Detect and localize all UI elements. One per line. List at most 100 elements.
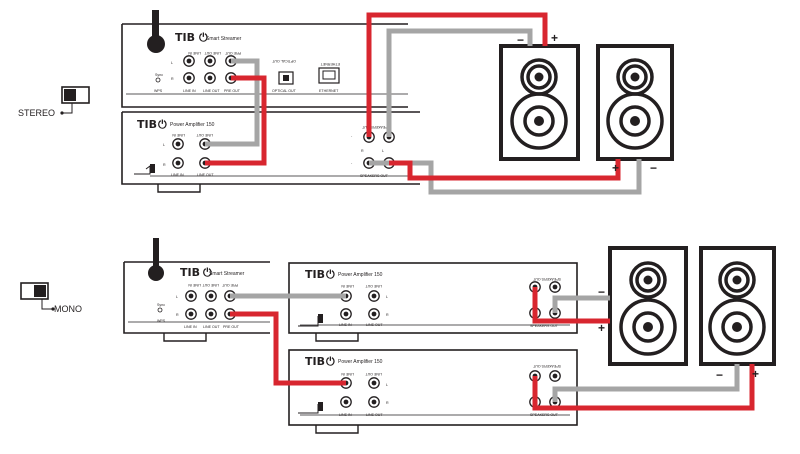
amp-speaker-l-neg[interactable]	[549, 370, 561, 382]
streamer-line-in-r-jack[interactable]	[185, 308, 197, 320]
grey-speaker-cable-right	[552, 364, 740, 402]
grey-speaker-cable-left	[552, 295, 610, 313]
amp-line-out-r-jack[interactable]	[368, 396, 380, 408]
plus-sign: +	[752, 367, 759, 381]
streamer-line-out-label: LINE OUT	[203, 325, 220, 329]
amp-speakers-out-label: SPEAKERS OUT	[530, 413, 559, 417]
streamer-mirror-pre-out: PRE OUT	[221, 283, 238, 287]
streamer-brand: TIB	[180, 266, 200, 279]
amp-l-label: L	[386, 295, 388, 299]
amp-line-in-label: LINE IN	[339, 413, 352, 417]
amp-speaker-l-neg[interactable]	[549, 281, 561, 293]
mode-switch-mini	[150, 164, 155, 173]
stereo-label: STEREO	[18, 108, 55, 118]
amp-line-out-label: LINE OUT	[366, 323, 383, 327]
power-icon: ⏻	[326, 268, 335, 281]
red-speaker-cable-right	[532, 364, 755, 411]
stereo-section: TIB ⏻ Smart Streamer Sync WPS L R LINE I…	[18, 10, 674, 195]
streamer-r-label: R	[171, 77, 174, 81]
streamer-line-out-l-jack[interactable]	[204, 55, 216, 67]
stereo-cables	[205, 12, 642, 195]
amp-line-in-label: LINE IN	[171, 173, 184, 177]
ethernet-port[interactable]	[318, 67, 340, 84]
streamer-brand: TIB	[175, 31, 195, 44]
streamer-r-label: R	[176, 313, 179, 317]
streamer-line-out-label: LINE OUT	[203, 89, 220, 93]
sync-button[interactable]	[155, 77, 161, 83]
sync-label: Sync	[155, 73, 163, 77]
red-speaker-cable-left	[532, 313, 610, 324]
minus-sign: −	[517, 33, 524, 47]
sync-label: Sync	[157, 303, 165, 307]
amp-model: Power Amplifier 150	[338, 359, 383, 365]
amp-mirror-line-out: LINE OUT	[196, 133, 213, 137]
grey-speaker-cable-left	[386, 28, 533, 137]
amp-mirror-speakers: SPEAKERS OUT	[361, 125, 390, 129]
amp-line-out-l-jack[interactable]	[368, 377, 380, 389]
streamer-pre-out-label: PRE OUT	[224, 89, 241, 93]
streamer-line-in-r-jack[interactable]	[183, 72, 195, 84]
minus-sign: −	[598, 285, 605, 299]
streamer-line-out-l-jack[interactable]	[205, 290, 217, 302]
power-icon: ⏻	[326, 355, 335, 368]
stereo-switch: STEREO	[18, 86, 90, 118]
amp-mirror-line-out: LINE OUT	[365, 372, 382, 376]
speaker-right-stereo	[596, 44, 674, 161]
amp-brand: TIB	[305, 355, 325, 368]
amp-mirror-speakers: SPEAKERS OUT	[532, 364, 561, 368]
amp-line-in-r-jack[interactable]	[340, 396, 352, 408]
amp-line-out-l-jack[interactable]	[368, 290, 380, 302]
grey-interconnect-cable	[205, 58, 260, 147]
streamer-line-in-l-jack[interactable]	[185, 290, 197, 302]
red-speaker-cable-right	[389, 159, 621, 181]
amp-l-label: L	[386, 383, 388, 387]
streamer-mirror-line-in: LINE IN	[188, 283, 201, 287]
streamer-line-out-r-jack[interactable]	[204, 72, 216, 84]
minus-sign: −	[650, 161, 657, 175]
plus-sign: +	[612, 161, 619, 175]
power-icon: ⏻	[203, 266, 212, 279]
red-interconnect-cable	[230, 311, 346, 386]
mono-switch: MONO	[20, 282, 82, 314]
smart-streamer-mono: TIB ⏻ Smart Streamer Sync WPS LINE IN LI…	[123, 238, 270, 342]
amp-r-label: R	[386, 313, 389, 317]
spk-l-label: L	[382, 149, 384, 153]
speaker-right-mono	[699, 246, 776, 366]
wps-label: WPS	[154, 89, 163, 93]
streamer-line-out-r-jack[interactable]	[205, 308, 217, 320]
mono-cables	[230, 287, 755, 411]
amp-line-in-l-jack[interactable]	[172, 138, 184, 150]
plus-sign: +	[598, 321, 605, 335]
sync-button[interactable]	[157, 307, 163, 313]
amp-r-label: R	[163, 163, 166, 167]
amp-mirror-line-out: LINE OUT	[365, 284, 382, 288]
power-icon: ⏻	[158, 118, 167, 131]
amp-brand: TIB	[305, 268, 325, 281]
streamer-line-in-label: LINE IN	[184, 325, 197, 329]
amp-line-in-r-jack[interactable]	[172, 157, 184, 169]
smart-streamer-stereo: TIB ⏻ Smart Streamer Sync WPS L R LINE I…	[121, 10, 408, 108]
streamer-l-label: L	[171, 61, 173, 65]
red-interconnect-cable	[205, 75, 267, 166]
mode-switch-mini	[318, 402, 323, 411]
streamer-line-in-l-jack[interactable]	[183, 55, 195, 67]
streamer-pre-out-label: PRE OUT	[223, 325, 240, 329]
streamer-mirror-line-in: LINE IN	[188, 51, 201, 55]
amp-line-out-r-jack[interactable]	[368, 308, 380, 320]
mono-section: TIB ⏻ Smart Streamer Sync WPS LINE IN LI…	[20, 238, 776, 434]
amp-line-in-r-jack[interactable]	[340, 308, 352, 320]
mono-label: MONO	[54, 304, 82, 314]
amp-mirror-line-in: LINE IN	[341, 372, 354, 376]
streamer-mirror-ethernet: ETHERNET	[320, 62, 340, 66]
streamer-model: Smart Streamer	[206, 36, 242, 42]
wps-label: WPS	[157, 319, 166, 323]
amp-brand: TIB	[137, 118, 157, 131]
amp-line-out-label: LINE OUT	[197, 173, 214, 177]
streamer-line-in-label: LINE IN	[183, 89, 196, 93]
minus-sign: −	[716, 368, 723, 382]
power-amplifier-mono-2: TIB ⏻ Power Amplifier 150 LINE IN LINE O…	[288, 349, 578, 434]
amp-mirror-line-in: LINE IN	[341, 284, 354, 288]
streamer-l-label: L	[176, 295, 178, 299]
spk-r-label: R	[361, 149, 364, 153]
